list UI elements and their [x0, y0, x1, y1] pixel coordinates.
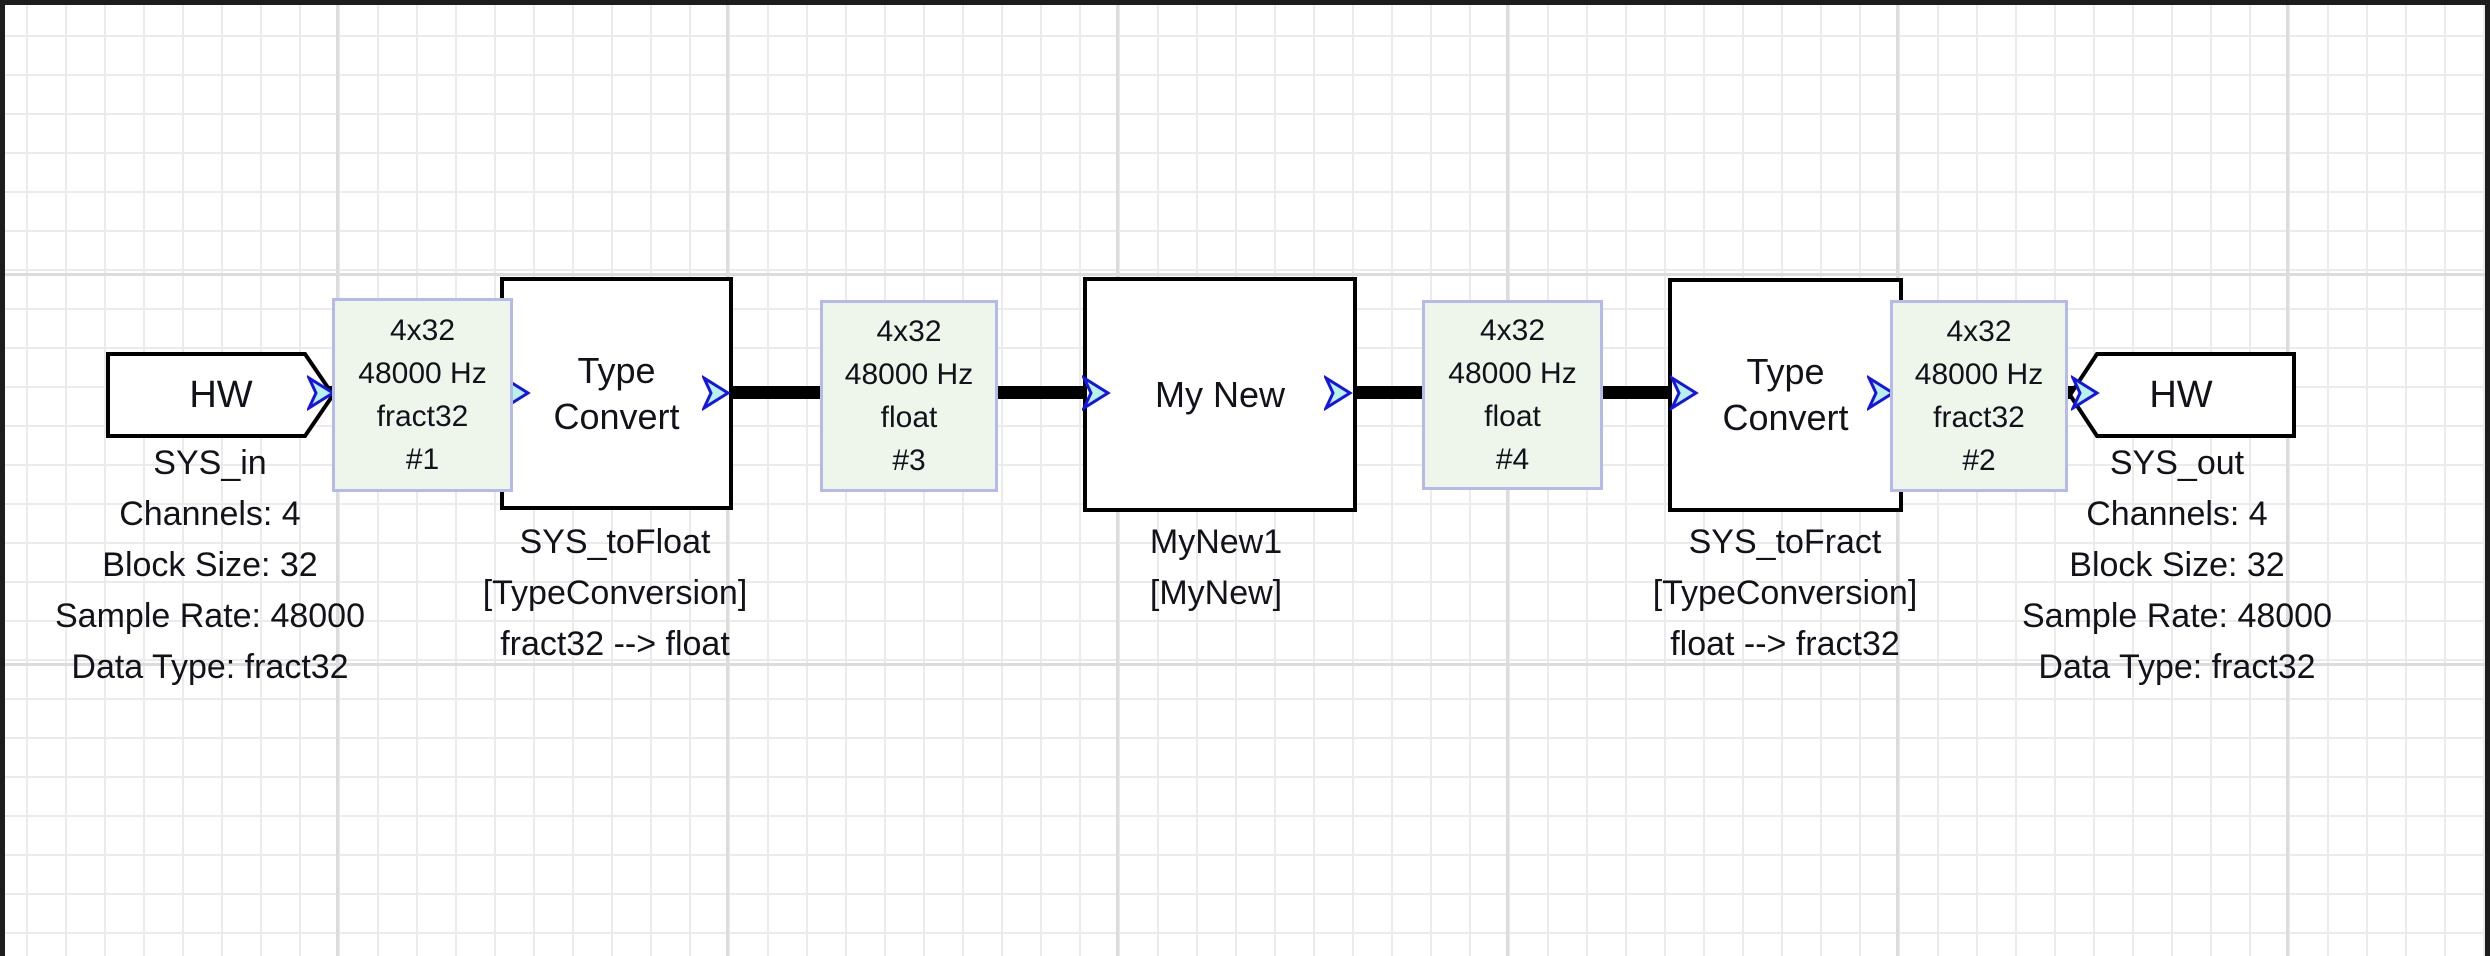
prop-block-size: Block Size: 32 [102, 546, 318, 584]
wire-dtype: fract32 [376, 400, 469, 433]
hw-input-label: HW [189, 373, 253, 416]
to-float-caption: SYS_toFloat [TypeConversion] fract32 -->… [483, 517, 748, 670]
conversion-text: fract32 --> float [500, 625, 730, 663]
wire-rate: 48000 Hz [1448, 357, 1577, 390]
module-type: [TypeConversion] [482, 574, 748, 612]
prop-channels: Channels: 4 [2086, 495, 2268, 533]
wire-info-box-3[interactable]: 4x32 48000 Hz float #3 [820, 300, 998, 492]
prop-sample-rate: Sample Rate: 48000 [2022, 597, 2332, 635]
instance-name: SYS_out [2109, 444, 2245, 482]
output-port-icon[interactable] [702, 375, 732, 411]
wire-id: #3 [892, 444, 926, 477]
block-title-line: Type [577, 349, 656, 391]
block-title: My New [1154, 373, 1285, 415]
module-type: [TypeConversion] [1652, 574, 1918, 612]
wire-id: #2 [1962, 444, 1996, 477]
conversion-text: float --> fract32 [1670, 625, 1900, 663]
wire-dims: 4x32 [1479, 314, 1546, 347]
hw-input-block-shape[interactable] [106, 352, 336, 438]
wire-id: #4 [1495, 443, 1530, 476]
wire-rate: 48000 Hz [1914, 358, 2044, 391]
block-title-line: Convert [1722, 397, 1849, 438]
to-fract-caption: SYS_toFract [TypeConversion] float --> f… [1653, 517, 1918, 670]
input-port-icon[interactable] [1670, 375, 1700, 411]
pentagon-right-shape [106, 352, 336, 438]
instance-name: SYS_toFloat [519, 523, 711, 561]
wire-info-box-1[interactable]: 4x32 48000 Hz fract32 #1 [332, 298, 513, 492]
prop-channels: Channels: 4 [119, 495, 301, 533]
prop-data-type: Data Type: fract32 [71, 648, 349, 686]
my-new-caption: MyNew1 [MyNew] [1150, 517, 1282, 619]
instance-name: SYS_toFract [1688, 523, 1882, 561]
wire-dims: 4x32 [876, 315, 942, 348]
type-convert-block-to-float[interactable]: Type Convert [500, 277, 733, 510]
wire-info-box-2[interactable]: 4x32 48000 Hz fract32 #2 [1890, 300, 2068, 492]
block-title: Type Convert [553, 348, 679, 440]
wire-dtype: fract32 [1933, 401, 2025, 434]
prop-block-size: Block Size: 32 [2069, 546, 2285, 584]
wire-rate: 48000 Hz [844, 358, 974, 391]
block-title-line: Convert [553, 395, 680, 437]
hw-input-caption: SYS_in Channels: 4 Block Size: 32 Sample… [55, 438, 365, 693]
hw-output-block-shape[interactable] [2066, 352, 2296, 438]
module-type: [MyNew] [1149, 574, 1283, 612]
block-title-line: Type [1746, 351, 1825, 392]
wire-dims: 4x32 [1946, 315, 2012, 348]
prop-data-type: Data Type: fract32 [2038, 648, 2316, 686]
wire-info-box-4[interactable]: 4x32 48000 Hz float #4 [1422, 300, 1603, 490]
block-title: Type Convert [1722, 349, 1848, 441]
wire-dtype: float [880, 401, 938, 434]
wire-id: #1 [405, 443, 440, 476]
wire-rate: 48000 Hz [358, 357, 487, 390]
pentagon-left-shape [2067, 352, 2296, 438]
output-port-icon[interactable] [1324, 375, 1354, 411]
input-port-icon[interactable] [1082, 375, 1112, 411]
input-port-icon[interactable] [2071, 375, 2101, 411]
wire-dims: 4x32 [389, 314, 456, 347]
prop-sample-rate: Sample Rate: 48000 [55, 597, 365, 635]
output-port-icon[interactable] [307, 375, 337, 411]
hw-output-caption: SYS_out Channels: 4 Block Size: 32 Sampl… [2022, 438, 2332, 693]
wire-dtype: float [1484, 400, 1541, 433]
type-convert-block-to-fract[interactable]: Type Convert [1668, 278, 1903, 512]
output-port-icon[interactable] [1867, 375, 1897, 411]
instance-name: MyNew1 [1149, 523, 1283, 561]
instance-name: SYS_in [153, 444, 267, 482]
hw-output-label: HW [2149, 373, 2213, 416]
my-new-block[interactable]: My New [1083, 277, 1357, 512]
